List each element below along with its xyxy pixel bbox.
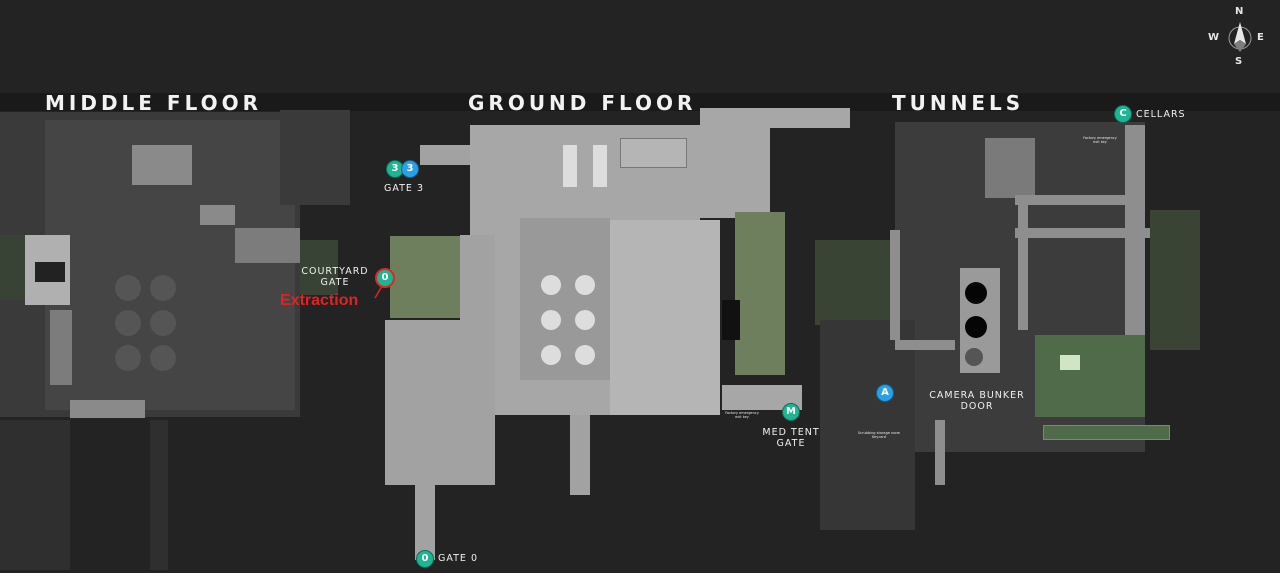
factory-key-note-ground: Factory emergency exit key — [725, 411, 759, 419]
tunnels-title: TUNNELS — [892, 91, 1025, 115]
med-tent-label-line1: MED TENT — [762, 427, 820, 438]
compass-north: N — [1235, 6, 1244, 17]
courtyard-gate-label: COURTYARD GATE — [295, 266, 375, 288]
gate3-label: GATE 3 — [384, 183, 424, 194]
camera-bunker-label: CAMERA BUNKER DOOR — [922, 390, 1032, 412]
camera-bunker-label-line1: CAMERA BUNKER — [929, 390, 1025, 401]
gate0-marker[interactable]: 0 — [416, 550, 434, 568]
compass: N E S W — [1208, 6, 1268, 68]
med-tent-label: MED TENT GATE — [752, 427, 830, 449]
compass-rose-icon — [1228, 22, 1252, 52]
compass-south: S — [1235, 56, 1243, 67]
courtyard-gate-marker[interactable]: 0 — [375, 268, 395, 288]
gate0-label: GATE 0 — [438, 553, 478, 564]
factory-key-note-cellars: Factory emergency exit key — [1083, 136, 1117, 144]
ground-floor-title: GROUND FLOOR — [468, 91, 697, 115]
camera-bunker-label-line2: DOOR — [960, 401, 994, 412]
camera-bunker-marker[interactable]: A — [876, 384, 894, 402]
compass-west: W — [1208, 32, 1220, 43]
med-tent-marker[interactable]: M — [782, 403, 800, 421]
cellars-marker[interactable]: C — [1114, 105, 1132, 123]
extraction-pointer-icon — [374, 285, 383, 299]
med-tent-label-line2: GATE — [776, 438, 806, 449]
compass-east: E — [1257, 32, 1264, 43]
courtyard-label-line2: GATE — [320, 277, 350, 288]
cellars-label: CELLARS — [1136, 109, 1186, 120]
title-band — [0, 93, 1280, 111]
gate3-marker-right[interactable]: 3 — [401, 160, 419, 178]
storage-room-note: Scrubbing storage room Keycard — [857, 431, 901, 439]
extraction-note: Extraction — [280, 292, 359, 309]
middle-floor-title: MIDDLE FLOOR — [45, 91, 263, 115]
courtyard-label-line1: COURTYARD — [301, 266, 369, 277]
